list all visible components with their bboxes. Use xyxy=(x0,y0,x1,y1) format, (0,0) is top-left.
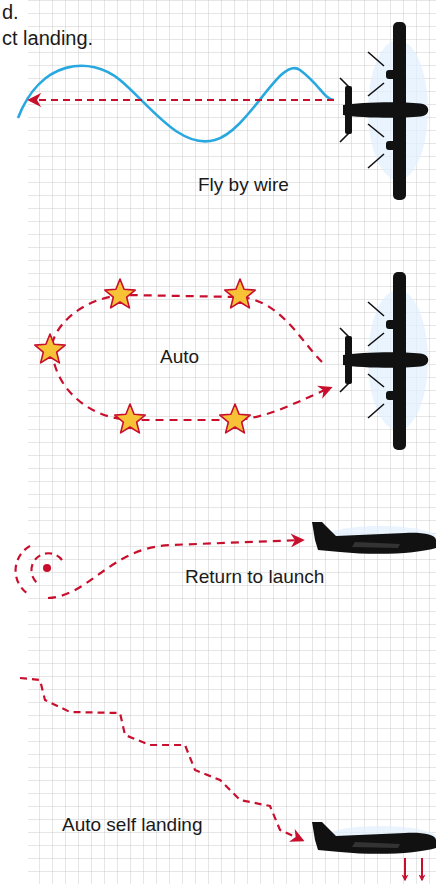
mode-label: Return to launch xyxy=(185,566,324,589)
mode-label: Auto xyxy=(160,346,199,369)
mode-label: Fly by wire xyxy=(198,174,289,197)
cut-off-text: ct landing. xyxy=(2,26,93,50)
mode-label: Auto self landing xyxy=(62,814,203,837)
cut-off-text: d. xyxy=(2,0,19,24)
